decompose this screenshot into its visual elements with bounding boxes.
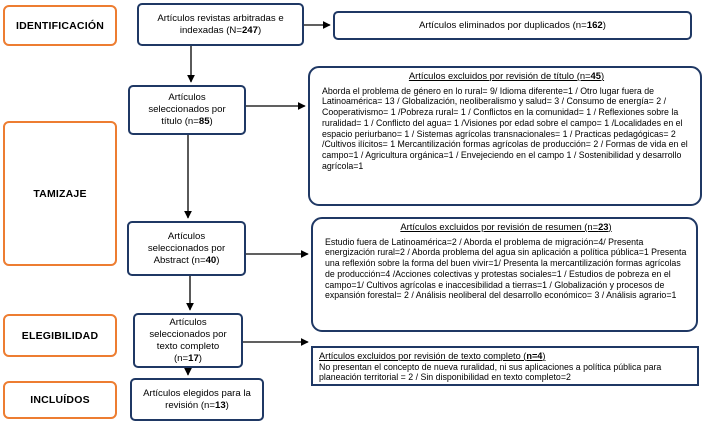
excluidos-resumen-heading: Artículos excluidos por revisión de resu… — [325, 221, 687, 233]
duplicados-text: Artículos eliminados por duplicados (n= — [419, 19, 587, 31]
box-articulos-elegidos: Artículos elegidos para la revisión (n=1… — [130, 378, 264, 421]
excluidos-texto-heading: Artículos excluidos por revisión de text… — [319, 351, 691, 362]
seleccion-texto-text: Artículos seleccionados por texto comple… — [149, 316, 227, 364]
excluidos-titulo-suffix: ) — [600, 70, 605, 81]
stage-label-identificacion-text: IDENTIFICACIÓN — [16, 19, 104, 32]
box-eliminados-duplicados: Artículos eliminados por duplicados (n=1… — [333, 11, 692, 40]
articulos-revistas-count: 247 — [241, 24, 258, 36]
seleccion-titulo-count: 85 — [198, 116, 210, 127]
box-articulos-revistas: Artículos revistas arbitradas e indexada… — [137, 3, 304, 46]
seleccion-texto-count: 17 — [188, 352, 199, 364]
excluidos-titulo-title: Artículos excluidos por revisión de títu… — [408, 70, 591, 81]
box-excluidos-titulo: Artículos excluidos por revisión de títu… — [308, 66, 702, 206]
excluidos-titulo-count: 45 — [590, 70, 601, 81]
excluidos-texto-suffix: ) — [542, 351, 546, 361]
seleccion-abstract-count: 40 — [205, 254, 217, 266]
seleccion-titulo-text: Artículos seleccionados por título (n= — [148, 92, 226, 127]
stage-label-incluidos-text: INCLUÍDOS — [30, 394, 90, 406]
excluidos-titulo-heading: Artículos excluidos por revisión de títu… — [322, 70, 691, 82]
excluidos-resumen-count: 23 — [598, 221, 609, 232]
excluidos-titulo-body: Aborda el problema de género en lo rural… — [322, 85, 688, 171]
duplicados-suffix: ) — [602, 19, 606, 31]
box-excluidos-texto-completo: Artículos excluidos por revisión de text… — [311, 346, 699, 386]
articulos-revistas-suffix: ) — [257, 24, 262, 36]
elegidos-suffix: ) — [225, 399, 229, 411]
stage-label-incluidos: INCLUÍDOS — [3, 381, 117, 419]
seleccion-texto-suffix: ) — [198, 352, 202, 364]
seleccion-abstract-text: Artículos seleccionados por Abstract (n= — [147, 230, 226, 266]
articulos-revistas-text: Artículos revistas arbitradas e indexada… — [157, 12, 284, 36]
excluidos-texto-body: No presentan el concepto de nueva rurali… — [319, 361, 662, 383]
box-excluidos-resumen: Artículos excluidos por revisión de resu… — [311, 217, 698, 332]
stage-label-elegibilidad: ELEGIBILIDAD — [3, 314, 117, 357]
seleccion-titulo-suffix: ) — [209, 116, 213, 127]
excluidos-resumen-title: Artículos excluidos por revisión de resu… — [400, 221, 599, 232]
stage-label-identificacion: IDENTIFICACIÓN — [3, 5, 117, 46]
excluidos-resumen-suffix: ) — [608, 221, 612, 232]
stage-label-elegibilidad-text: ELEGIBILIDAD — [21, 329, 99, 342]
elegidos-count: 13 — [214, 399, 226, 411]
duplicados-count: 162 — [586, 19, 603, 31]
stage-label-tamizaje-text: TAMIZAJE — [33, 187, 87, 200]
box-seleccion-abstract: Artículos seleccionados por Abstract (n=… — [127, 221, 246, 276]
seleccion-abstract-suffix: ) — [216, 254, 220, 266]
excluidos-resumen-body: Estudio fuera de Latinoamérica=2 / Abord… — [325, 236, 687, 301]
stage-label-tamizaje: TAMIZAJE — [3, 121, 117, 266]
excluidos-texto-count: n=4 — [526, 351, 543, 361]
box-seleccion-texto-completo: Artículos seleccionados por texto comple… — [133, 313, 243, 368]
box-seleccion-titulo: Artículos seleccionados por título (n=85… — [128, 85, 246, 135]
excluidos-texto-title: Artículos excluidos por revisión de text… — [319, 351, 527, 361]
elegidos-text: Artículos elegidos para la revisión (n= — [143, 387, 251, 411]
